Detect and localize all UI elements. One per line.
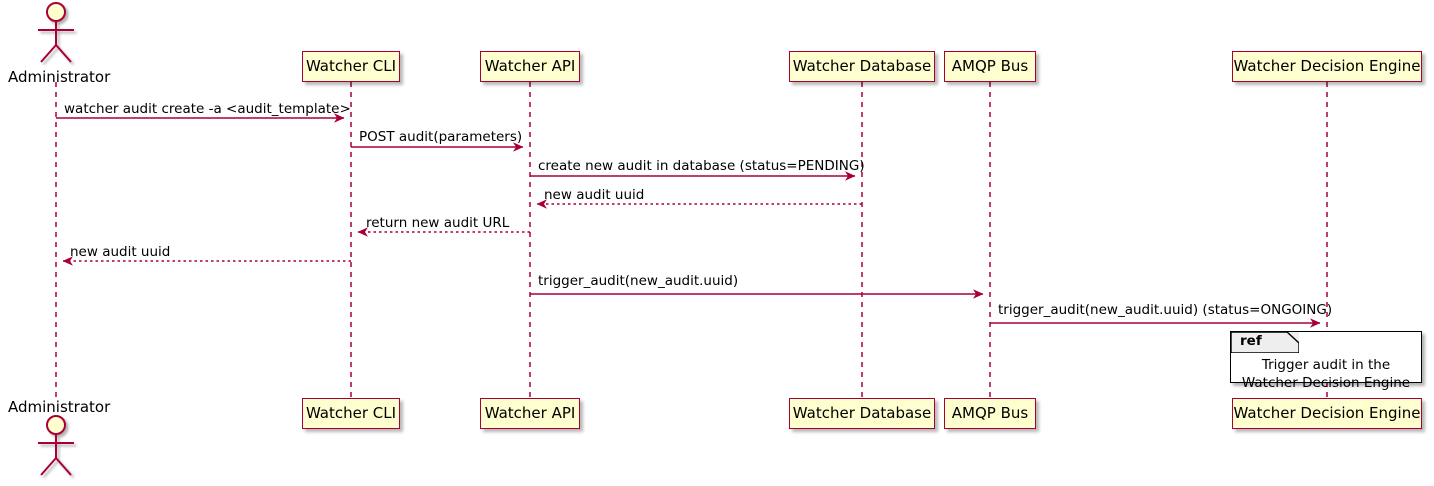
participant-box-watcher-decision-engine-top[interactable]: Watcher Decision Engine [1232,51,1422,82]
participant-label-watcher-decision-engine-bottom: Watcher Decision Engine [1233,404,1421,422]
ref-fragment-line-2: Watcher Decision Engine [1241,375,1411,392]
participant-label-watcher-database-top: Watcher Database [792,57,932,75]
actor-administrator-bottom [38,415,74,476]
participant-label-watcher-database-bottom: Watcher Database [792,404,932,422]
message-label-msg-8: trigger_audit(new_audit.uuid) (status=ON… [998,302,1333,318]
participant-label-watcher-cli-bottom: Watcher CLI [305,404,397,422]
participant-label-watcher-api-top: Watcher API [484,57,576,75]
participant-box-watcher-decision-engine-bottom[interactable]: Watcher Decision Engine [1232,398,1422,429]
ref-fragment-line-1: Trigger audit in the [1261,357,1391,373]
participant-box-watcher-database-bottom[interactable]: Watcher Database [789,398,935,429]
message-label-msg-3: create new audit in database (status=PEN… [538,158,865,174]
ref-fragment: ref Trigger audit in the Watcher Decisio… [1230,331,1422,391]
message-label-msg-5: return new audit URL [366,215,510,231]
participant-box-amqp-bus-top[interactable]: AMQP Bus [944,51,1036,82]
message-label-msg-6: new audit uuid [70,244,171,260]
participant-box-watcher-api-top[interactable]: Watcher API [480,51,580,82]
ref-fragment-body: Trigger audit in the Watcher Decision En… [1231,356,1421,392]
participant-box-watcher-cli-top[interactable]: Watcher CLI [302,51,400,82]
lifelines [55,82,1328,398]
ref-fragment-tab [1231,332,1299,353]
participant-box-watcher-api-bottom[interactable]: Watcher API [480,398,580,429]
participant-label-watcher-api-bottom: Watcher API [484,404,576,422]
participant-label-watcher-decision-engine-top: Watcher Decision Engine [1233,57,1421,75]
participant-label-amqp-bus-top: AMQP Bus [951,57,1029,75]
message-label-msg-1: watcher audit create -a <audit_template> [64,101,351,117]
participant-label-amqp-bus-bottom: AMQP Bus [951,404,1029,422]
actor-administrator-top [38,2,74,63]
message-arrows [56,113,1321,328]
participant-box-watcher-cli-bottom[interactable]: Watcher CLI [302,398,400,429]
participant-box-watcher-database-top[interactable]: Watcher Database [789,51,935,82]
actor-label-administrator-bottom: Administrator [8,398,111,416]
actor-label-administrator-top: Administrator [8,68,111,86]
participant-label-watcher-cli-top: Watcher CLI [305,57,397,75]
participant-box-amqp-bus-bottom[interactable]: AMQP Bus [944,398,1036,429]
ref-fragment-tab-label: ref [1240,333,1262,349]
message-label-msg-2: POST audit(parameters) [359,129,523,145]
message-label-msg-7: trigger_audit(new_audit.uuid) [538,273,739,289]
message-label-msg-4: new audit uuid [544,187,645,203]
